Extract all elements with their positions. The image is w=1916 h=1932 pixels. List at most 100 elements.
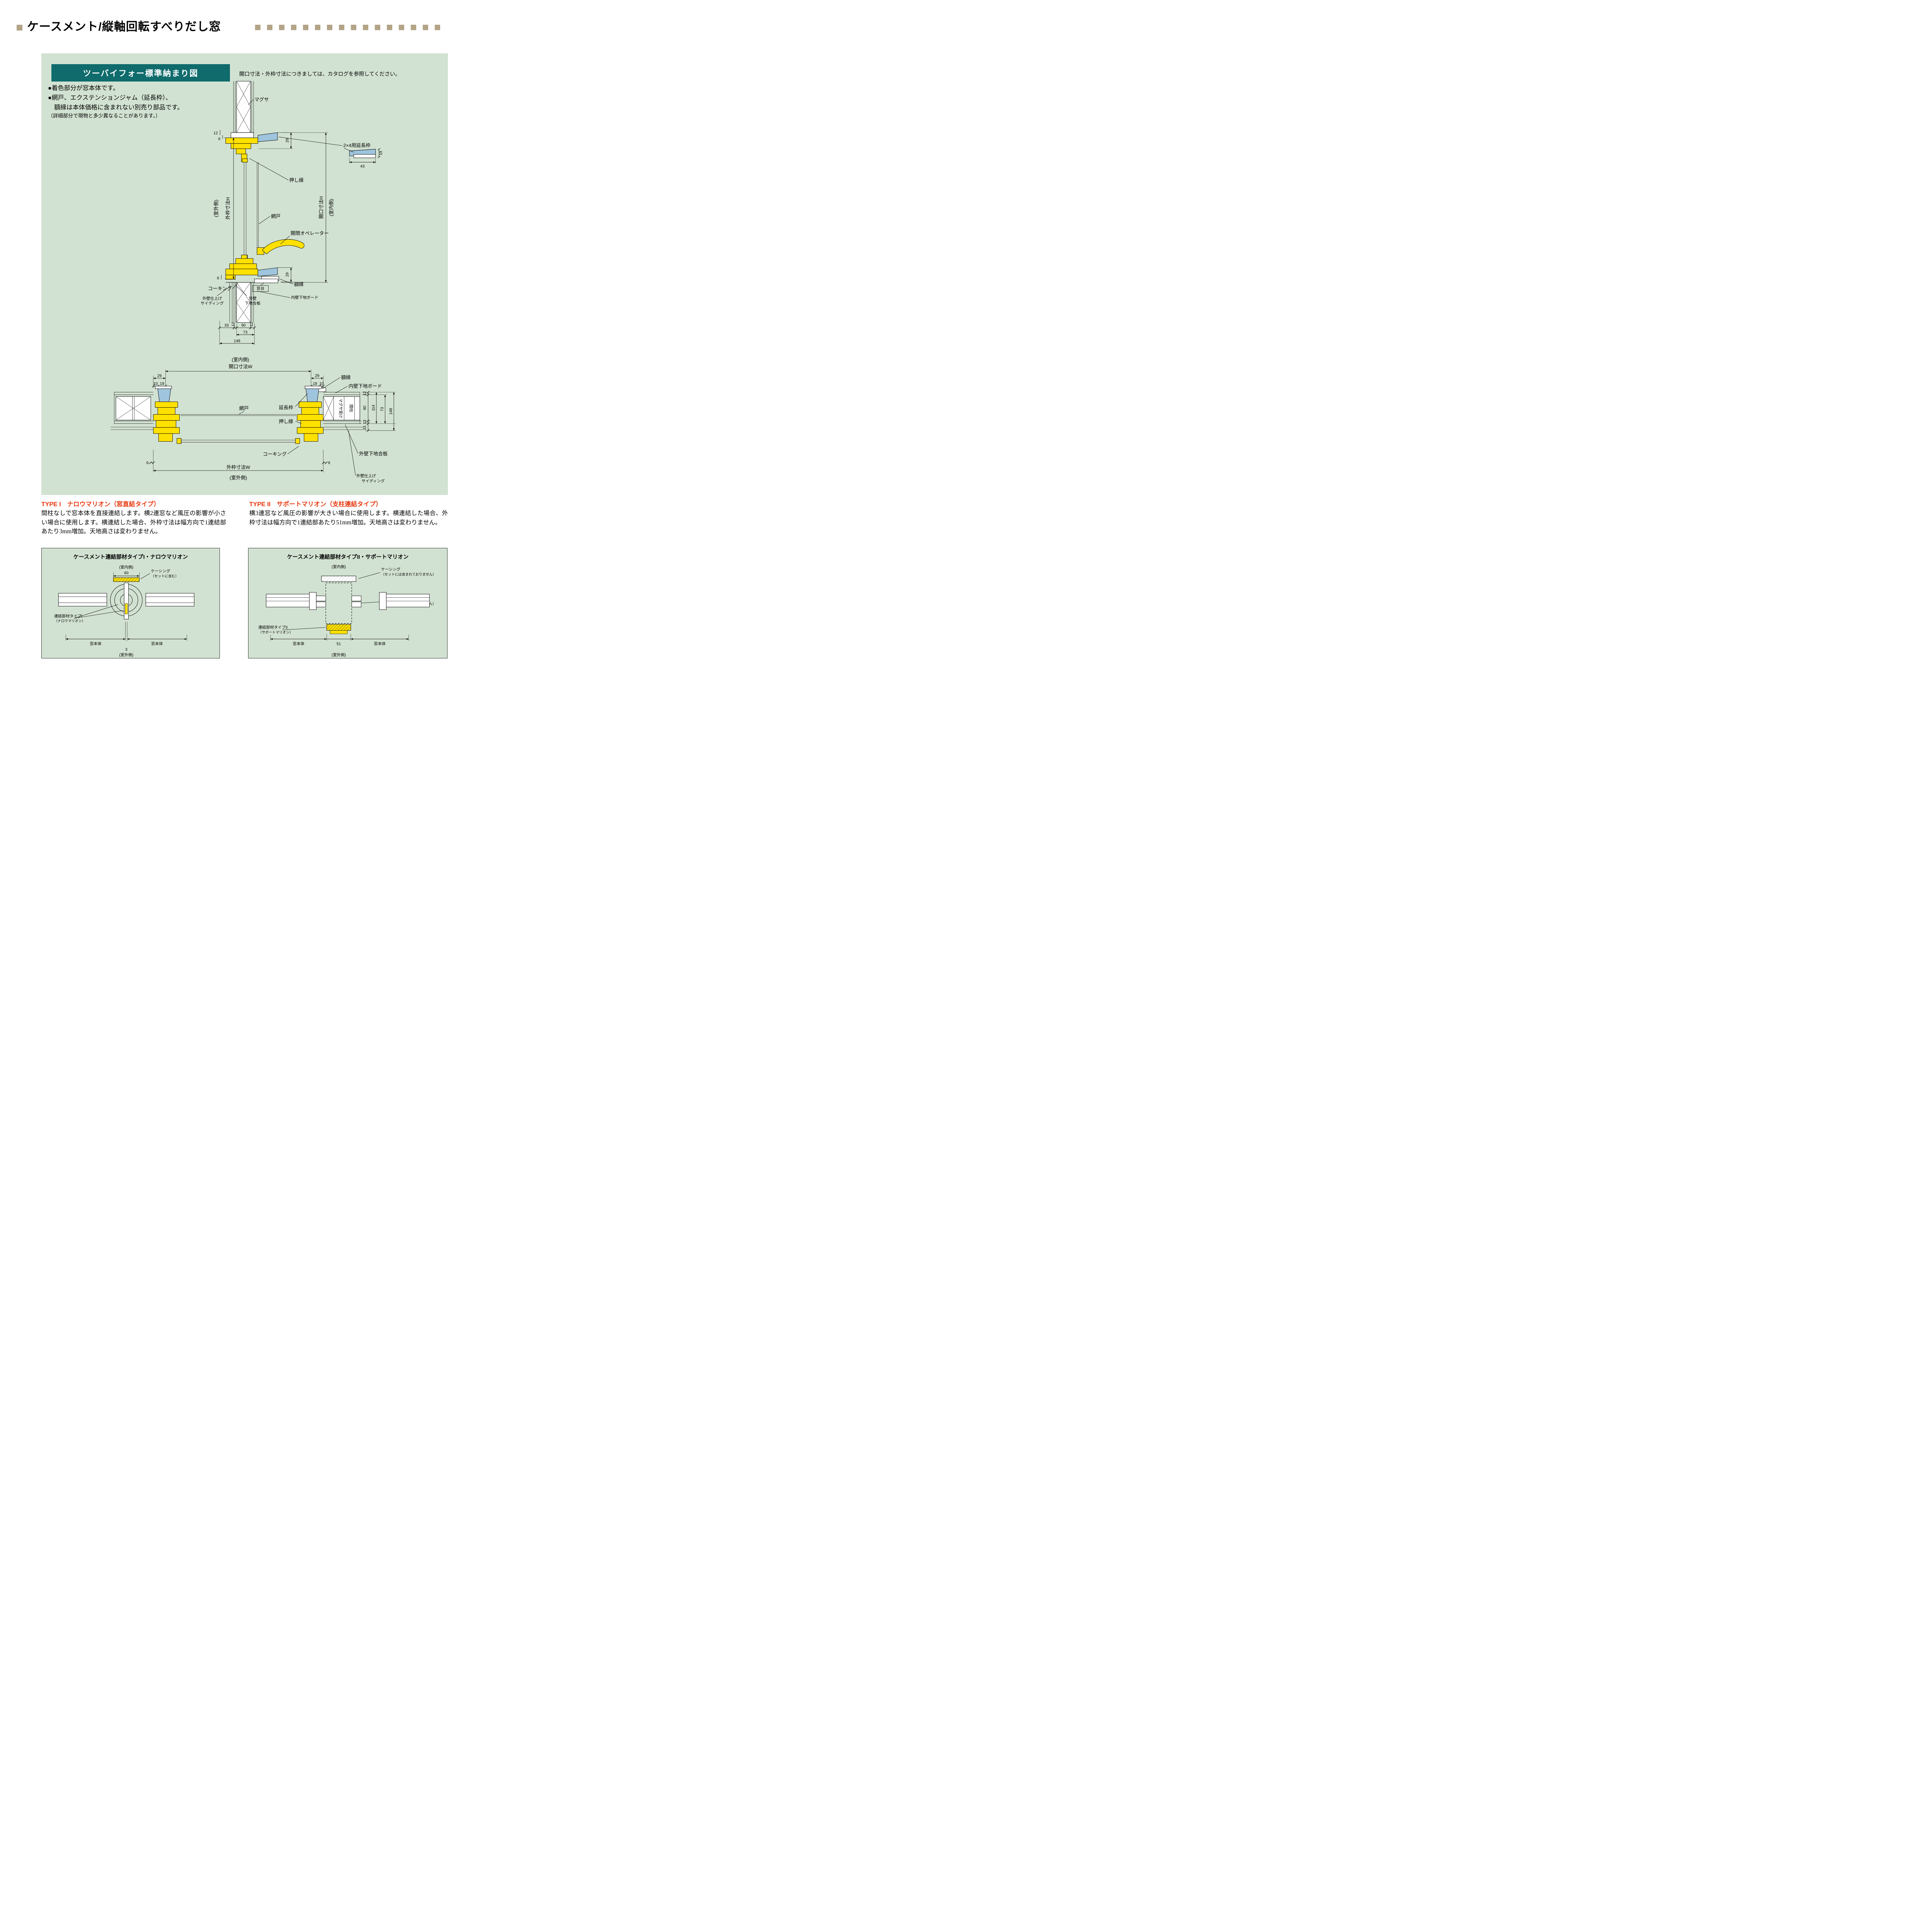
casing-label: （セットに含む） (151, 574, 179, 578)
ext-frame-detail: 19 43 (349, 148, 383, 168)
inner-board-label: 内壁下地ボード (291, 295, 318, 300)
casing-label: （セットには含まれておりません） (381, 572, 436, 576)
panel-note-1: ●着色部分が窓本体です。 (48, 85, 119, 92)
casing-bar (113, 577, 140, 582)
dim-label: 29 (285, 138, 289, 143)
inside-label: (室内側) (332, 564, 346, 569)
extension-jamb-blue (157, 388, 171, 402)
glazing (242, 158, 259, 259)
right-window-body (145, 593, 194, 607)
member-label: 連結部材タイプII (259, 625, 288, 630)
dim-label: 33 (225, 323, 229, 328)
inner-board-label: 内壁下地ボード (349, 383, 382, 389)
narrow-mullion (124, 583, 129, 619)
madodai-label: 窓台 (257, 286, 264, 291)
outer-width-label: 外枠寸法W (226, 464, 250, 470)
left-window-body (58, 593, 107, 607)
magusa-label: マグサ (254, 97, 269, 102)
dim-label: 6 (217, 276, 219, 281)
member-label: （サポートマリオン） (259, 630, 293, 634)
casing-bar (321, 576, 356, 582)
left-window-body (266, 594, 310, 607)
dim-label: 10 (319, 382, 324, 386)
gakubuchi-label: 額縁 (341, 374, 351, 380)
outside-label: (室外側) (230, 474, 247, 480)
page-title: ケースメント/縦軸回転すべりだし窓 (27, 20, 221, 33)
dim-label: 43 (360, 164, 365, 168)
head-subframe (231, 132, 254, 138)
window-sill-profile (225, 269, 258, 276)
mabashira-label: 間柱 (349, 405, 354, 412)
type1-heading: TYPE I ナロウマリオン（窓直結タイプ） (41, 501, 160, 508)
dim-label: 148 (234, 339, 240, 343)
dim-label: 19 (313, 382, 317, 386)
oshibuchi-label: 押し縁 (289, 177, 304, 183)
type2-detail-diagram: ケースメント連結部材タイプII・サポートマリオン (室内側) ケーシング （セッ… (259, 554, 436, 658)
gakubuchi-label: 額縁 (294, 281, 304, 287)
catalog-page: ケースメント/縦軸回転すべりだし窓 (0, 0, 479, 678)
dim-label: 29 (157, 374, 162, 378)
right-window-body (386, 594, 430, 607)
operator-label: 開閉オペレーター (291, 231, 329, 236)
type2-heading: TYPE II サポートマリオン（支柱連結タイプ） (249, 501, 382, 508)
opening-height-label: 開口寸法H (318, 196, 324, 219)
lintel-wall (232, 81, 254, 133)
glazing-plan (177, 414, 300, 444)
window-body-label: 窓本体 (293, 641, 304, 646)
ext-frame-label: 延長枠 (279, 405, 293, 410)
window-body-label: 窓本体 (151, 641, 163, 646)
siding-label: 外壁仕上げ (202, 296, 222, 301)
plywood-label: 下地合板 (245, 301, 261, 306)
siding-label: 外壁仕上げ (356, 473, 376, 478)
wall-thickness-dims: 33 12 90 12 73 148 (218, 321, 256, 345)
dim-label: 19 (160, 382, 165, 386)
dim-label: 6 (328, 461, 330, 465)
outer-height-label: 外枠寸法H (225, 197, 231, 219)
type1-body: 間柱なしで窓本体を直接連結します。横2連窓など風圧の影響が小さい場合に使用します… (41, 510, 226, 535)
outside-label: (室外側) (213, 200, 219, 217)
extension-jamb-blue (305, 388, 319, 402)
inside-label: (室内側) (119, 565, 133, 570)
head-29-dim: 29 (259, 132, 293, 149)
dim-label: 29 (285, 272, 289, 277)
horizontal-section-labels: 額縁 内壁下地ボード 網戸 延長枠 押し縁 コーキング 外壁下地合板 外壁仕上げ (238, 374, 388, 483)
casing-label: ケーシング (151, 569, 170, 574)
box-title: ケースメント連結部材タイプI・ナロウマリオン (73, 554, 188, 560)
opening-width-label: 開口寸法W (229, 364, 253, 369)
operator-handle (257, 239, 305, 255)
type2-body: 横3連窓など風圧の影響が大きい場合に使用します。横連結した場合、外枠寸法は幅方向… (249, 510, 448, 526)
panel-header-note: 開口寸法・外枠寸法につきましては、カタログを参照してください。 (239, 71, 401, 77)
left-jamb-assembly (153, 386, 180, 442)
magusa-uke-label: マグサ受け (338, 398, 343, 418)
sill-6-dim: 6 (217, 275, 222, 281)
window-stool (254, 279, 278, 283)
dim-label: 12 (213, 131, 218, 136)
dim-label: 19 (379, 151, 383, 155)
support-mullion (326, 624, 351, 631)
casing-label: ケーシング (381, 567, 400, 572)
installation-panel: 19 43 外枠寸法H (室外側) (41, 53, 448, 495)
plywood-label: 外壁 (249, 296, 257, 301)
amido-label: 網戸 (271, 214, 281, 219)
dim-label: 90 (363, 406, 367, 410)
sill-29-dim: 29 (277, 267, 293, 282)
panel-note-2: ●網戸、エクステンションジャム（延長枠）、 (48, 95, 172, 101)
dim-label: 51 (337, 642, 341, 646)
extension-jamb-blue (257, 132, 278, 142)
panel-header: ツーバイフォー標準納まり図 (51, 64, 230, 82)
panel-note-3: 額縁は本体価格に含まれない別売り部品です。 (48, 104, 184, 111)
type2-detail-box: ケースメント連結部材タイプII・サポートマリオン (室内側) ケーシング （セッ… (248, 548, 448, 658)
dim-label: 12 (250, 322, 254, 327)
type1-detail-box: ケースメント連結部材タイプI・ナロウマリオン (室内側) 60 ケーシング （セ… (41, 548, 220, 658)
dim-label: 33 (363, 425, 367, 430)
plan-wall-dims: 12 90 12 33 114 73 148 (361, 391, 396, 432)
dim-label: 10 (153, 382, 158, 386)
left-wall-plan (111, 392, 153, 430)
caulking-label: コーキング (208, 286, 232, 291)
installation-diagram: 19 43 外枠寸法H (室外側) (111, 81, 396, 483)
outer-width-dimension: 外枠寸法W (室外側) 6 6 (146, 449, 330, 480)
decorative-squares-row (255, 25, 440, 30)
siding-label: サイディング (362, 478, 385, 483)
dim-label: 6 (218, 137, 221, 141)
inside-label: (室内側) (232, 357, 249, 362)
